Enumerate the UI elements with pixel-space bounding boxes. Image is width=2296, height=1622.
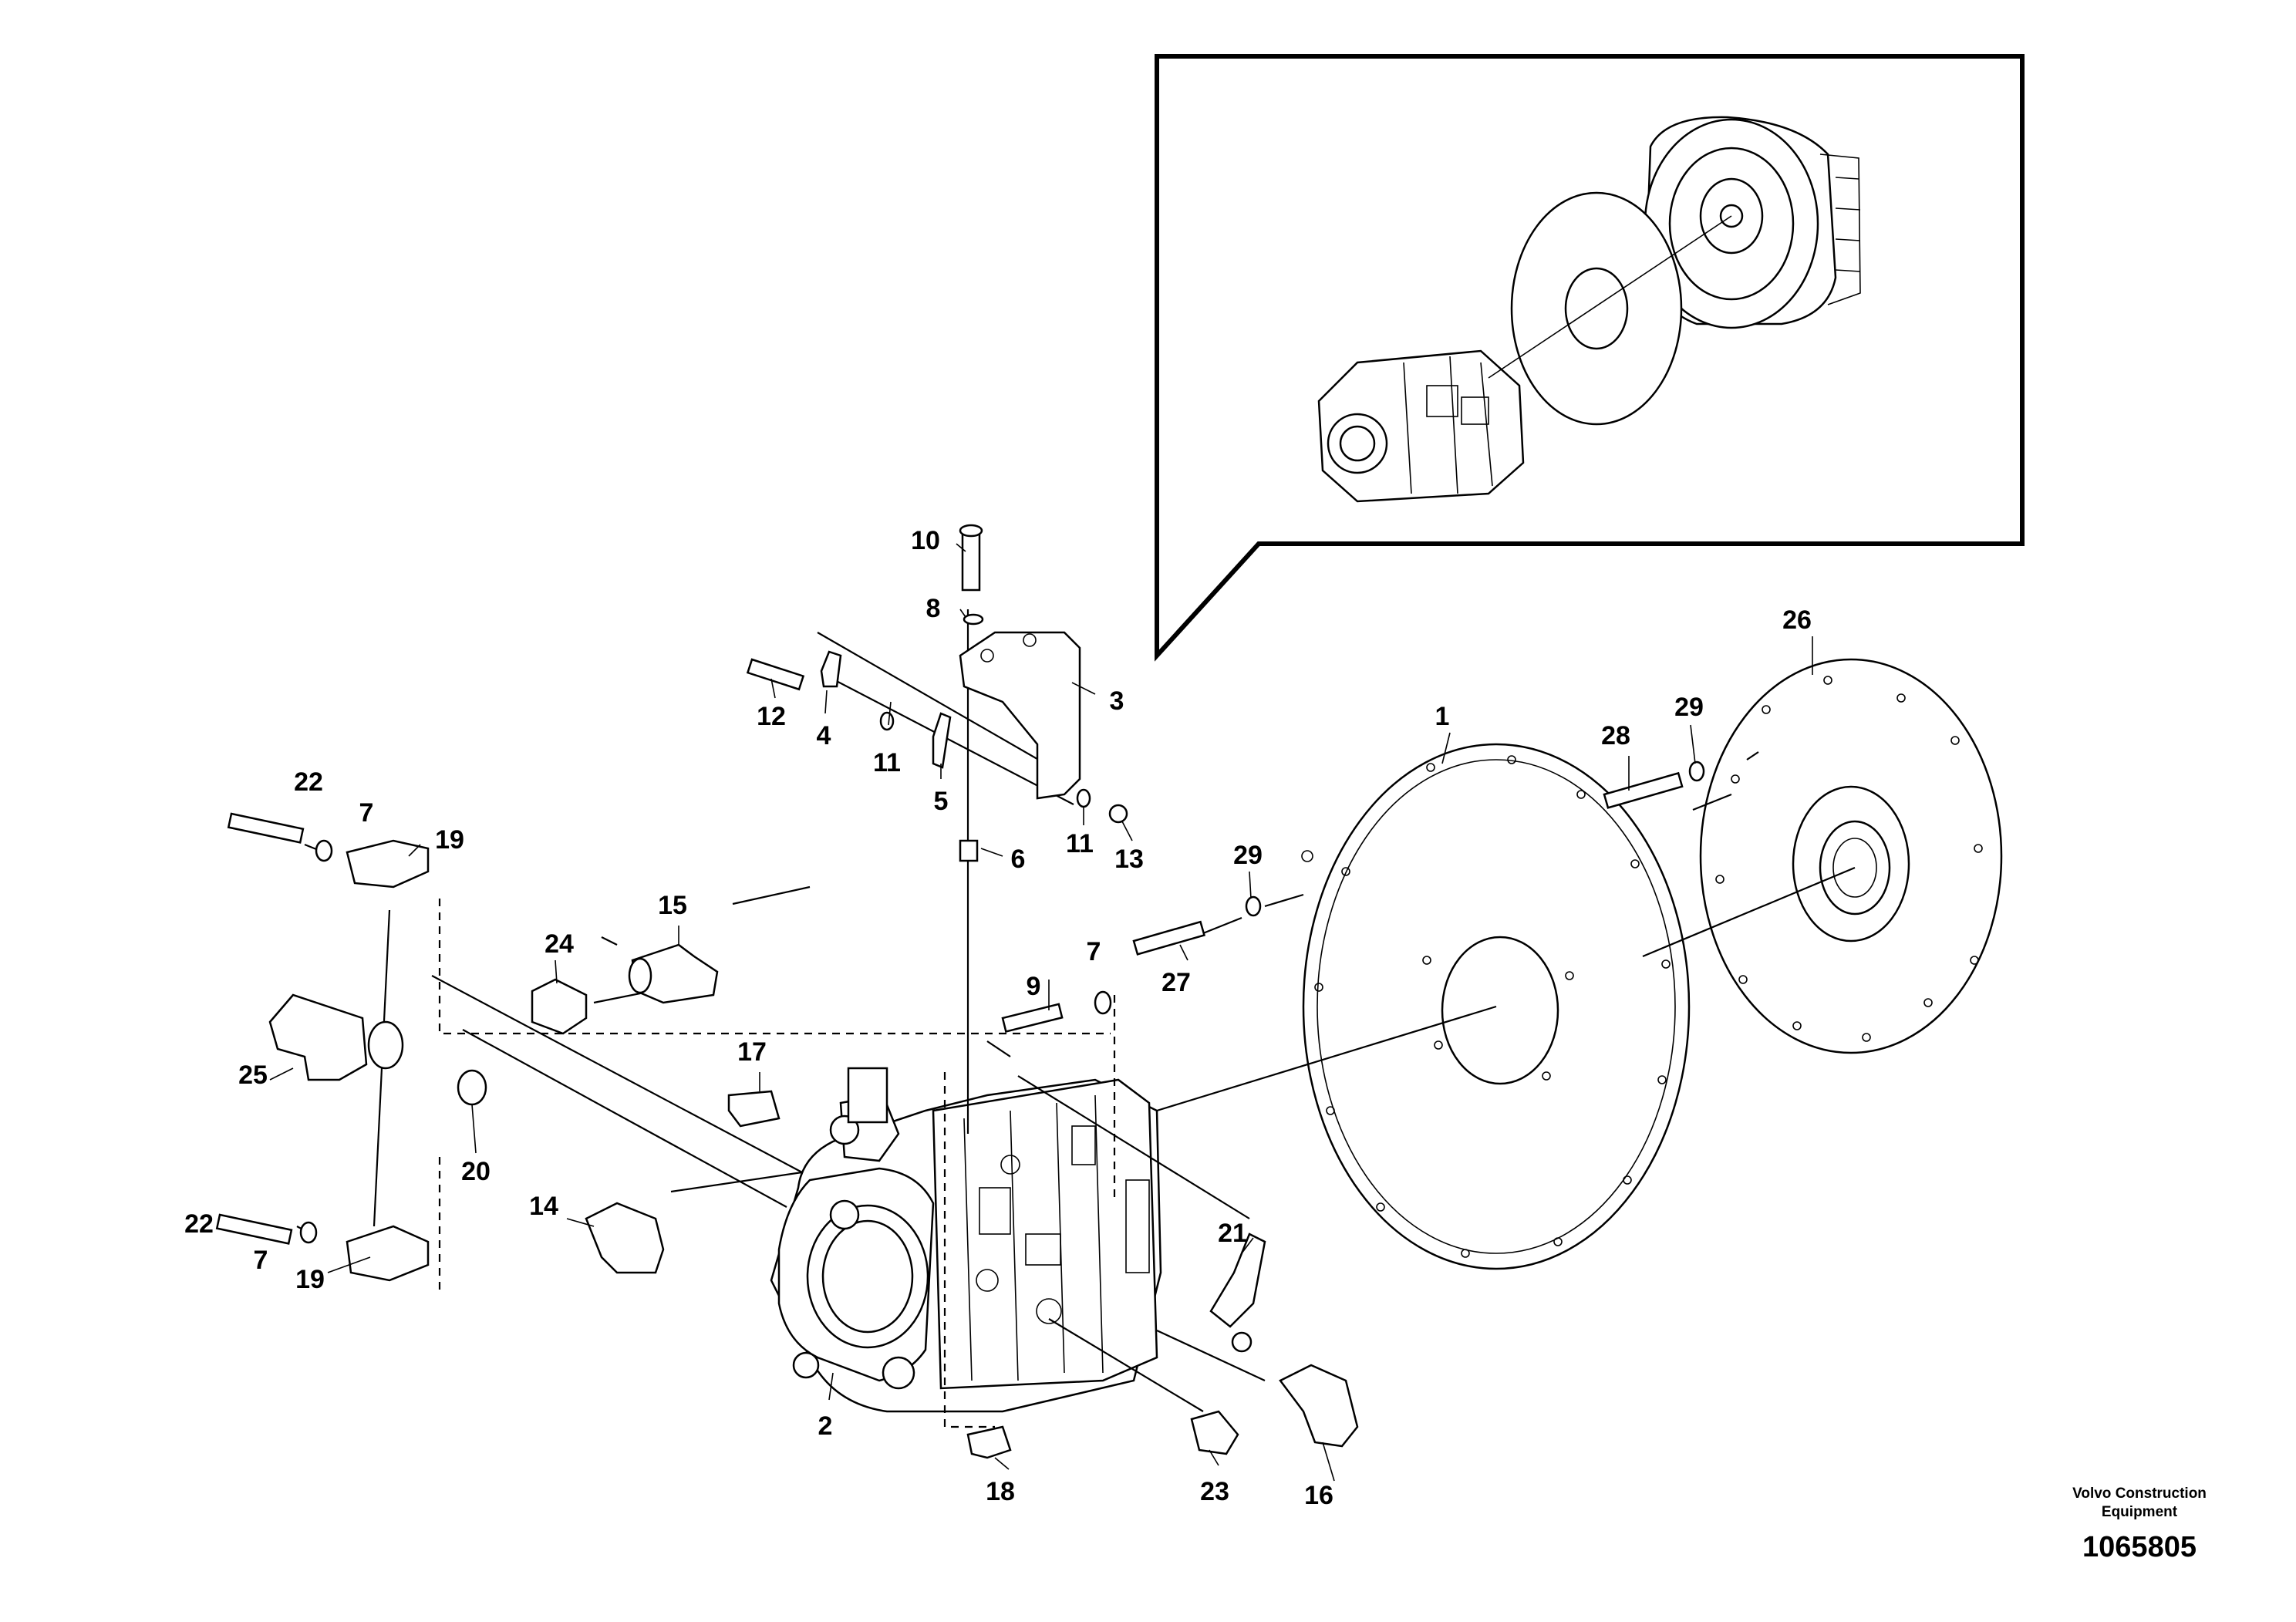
callout-13: 13	[1114, 845, 1144, 874]
callout-leaders	[269, 543, 1813, 1482]
brand-line-2: Equipment	[2102, 1504, 2178, 1520]
callout-17: 17	[737, 1037, 767, 1067]
title-block: Volvo Construction Equipment 1065805	[2072, 1485, 2207, 1563]
callout-12: 12	[757, 702, 786, 731]
callout-28: 28	[1601, 721, 1630, 750]
small-parts	[215, 524, 1705, 1459]
callout-27: 27	[1161, 968, 1191, 997]
callout-3: 3	[1110, 686, 1124, 716]
callout-24: 24	[544, 929, 574, 959]
callout-8: 8	[926, 594, 941, 623]
inset-flex-plate	[1510, 191, 1683, 426]
callout-25: 25	[238, 1061, 268, 1090]
callout-19-bottom: 19	[295, 1265, 325, 1294]
callout-7-bottom: 7	[254, 1246, 268, 1275]
callout-22-top: 22	[294, 767, 323, 797]
callout-20: 20	[461, 1157, 491, 1186]
callout-14: 14	[529, 1192, 558, 1221]
inset-flywheel-housing	[1644, 116, 1861, 329]
callout-16: 16	[1304, 1481, 1333, 1510]
callout-labels: 1 2 3 4 5 6 7 7 7 8 9 10 11 11 12 13 14 …	[184, 526, 1812, 1510]
inset-pump	[1317, 349, 1525, 503]
drawing-number: 1065805	[2082, 1531, 2197, 1563]
callout-6: 6	[1011, 845, 1026, 874]
brand-line-1: Volvo Construction	[2072, 1485, 2207, 1502]
callout-29-right: 29	[1674, 693, 1704, 722]
callout-2: 2	[818, 1411, 833, 1441]
coupling-disc	[1699, 658, 2003, 1054]
callout-22-bottom: 22	[184, 1209, 214, 1239]
callout-15: 15	[658, 891, 687, 920]
callout-23: 23	[1200, 1477, 1229, 1506]
inset-detail-view	[1155, 54, 2025, 662]
callout-21: 21	[1218, 1219, 1247, 1248]
callout-26: 26	[1782, 605, 1812, 635]
callout-19-top: 19	[435, 825, 464, 855]
callout-11-left: 11	[873, 748, 901, 777]
callout-7-right: 7	[1087, 937, 1101, 966]
callout-18: 18	[986, 1477, 1015, 1506]
callout-7-top: 7	[359, 798, 374, 828]
callout-5: 5	[934, 787, 949, 816]
callout-11-right: 11	[1066, 829, 1094, 858]
callout-29-left: 29	[1233, 841, 1263, 870]
callout-1: 1	[1435, 702, 1450, 731]
hydraulic-pump-body	[770, 1067, 1162, 1413]
callout-4: 4	[817, 721, 831, 750]
callout-9: 9	[1027, 972, 1041, 1001]
callout-10: 10	[911, 526, 940, 555]
